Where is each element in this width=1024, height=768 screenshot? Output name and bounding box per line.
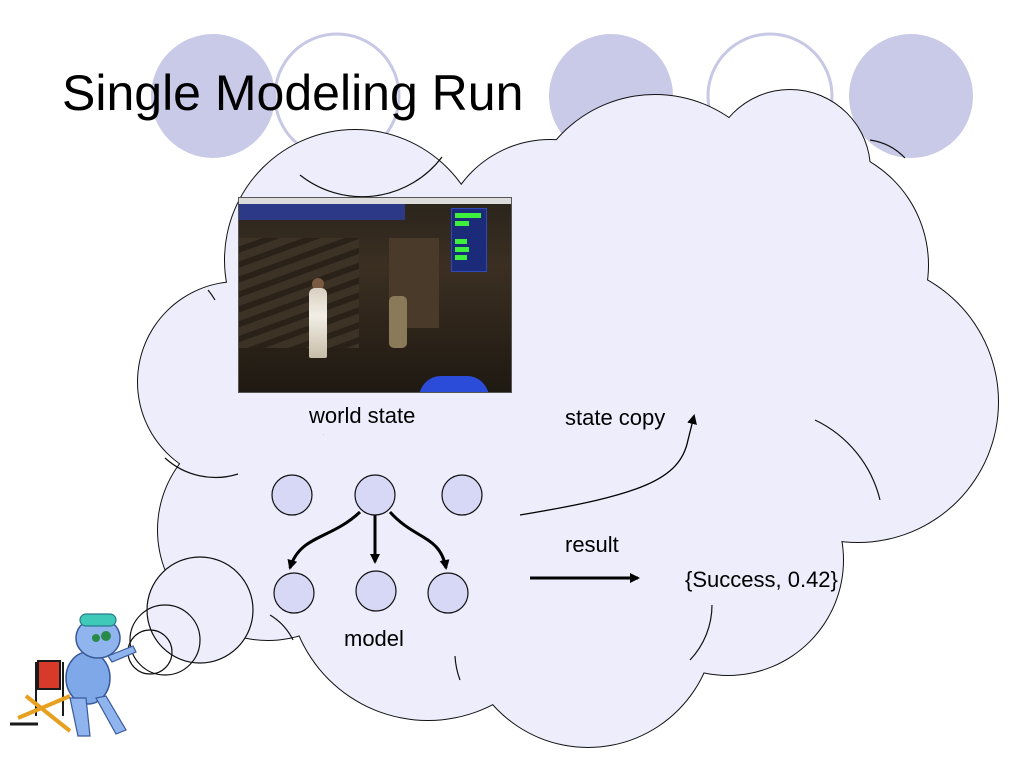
graph-node-bottom-right — [427, 572, 469, 614]
result-label: result — [565, 532, 619, 557]
graph-node-top-right — [441, 474, 483, 516]
result-value: {Success, 0.42} — [685, 567, 838, 592]
graph-node-top-left — [271, 474, 313, 516]
hud-status-panel — [451, 208, 487, 272]
thought-bubbles — [127, 556, 254, 676]
staircase — [239, 238, 359, 348]
graph-node-bottom-left — [273, 572, 315, 614]
player-weapon — [419, 376, 489, 392]
model-label: model — [344, 626, 404, 651]
character-head — [312, 278, 324, 290]
graph-node-top-center — [354, 474, 396, 516]
second-character — [389, 296, 407, 348]
hud-text-band — [239, 204, 405, 220]
robot-director-chair-icon — [10, 613, 137, 737]
graph-node-bottom-center — [355, 570, 397, 612]
window-titlebar — [239, 198, 511, 204]
edge-to-left-child — [287, 510, 362, 570]
world-state-game-screenshot — [238, 197, 512, 393]
world-state-label: world state — [309, 403, 416, 428]
thought-bubble-medium — [129, 604, 201, 676]
model-graph — [271, 474, 483, 614]
edge-to-right-child — [388, 511, 450, 570]
character-in-white-coat — [309, 288, 327, 358]
slide-title: Single Modeling Run — [62, 65, 524, 121]
state-copy-label: state copy — [565, 405, 666, 430]
decor-circle-filled-3 — [849, 34, 973, 158]
decor-circle-filled-1 — [151, 34, 275, 158]
thought-bubble-large — [146, 556, 254, 664]
state-copy-arrow — [519, 414, 697, 516]
graph-edges — [287, 510, 450, 570]
